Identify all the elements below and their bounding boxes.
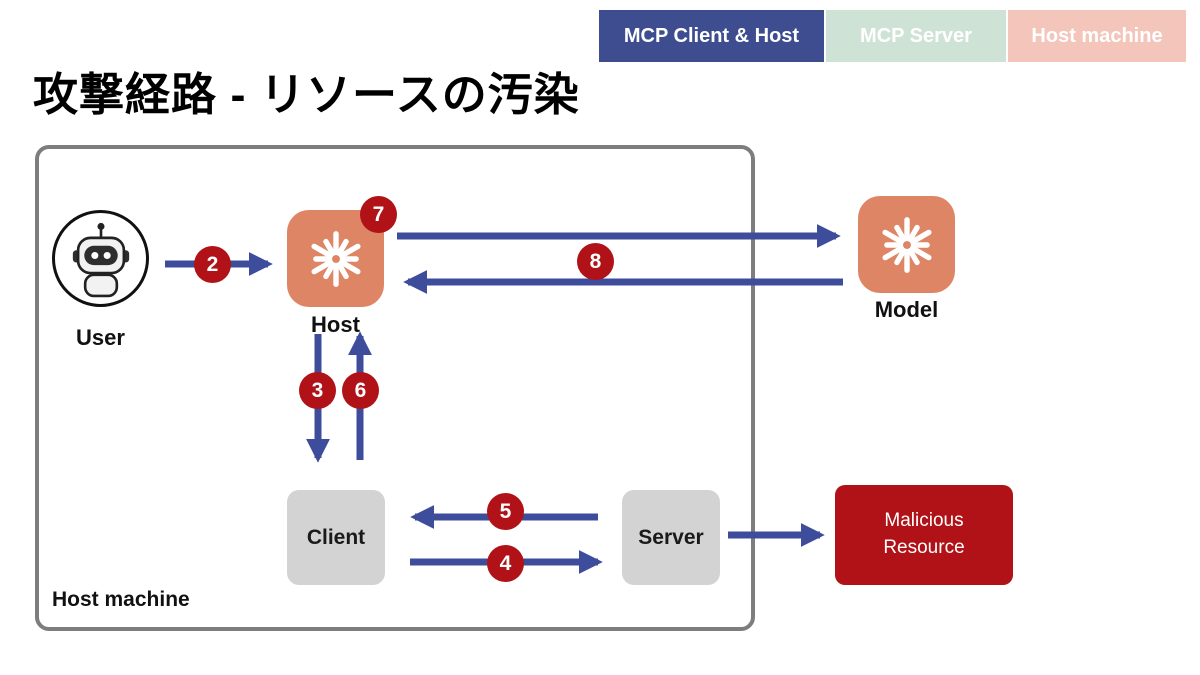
legend-item-mcp-server: MCP Server xyxy=(826,10,1006,62)
server-node: Server xyxy=(622,490,720,585)
robot-avatar-icon xyxy=(72,222,129,297)
step-badge-7: 7 xyxy=(360,196,397,233)
host-machine-label: Host machine xyxy=(52,588,190,611)
step-badge-2: 2 xyxy=(194,246,231,283)
client-node: Client xyxy=(287,490,385,585)
starburst-icon xyxy=(881,216,932,273)
step-badge-5: 5 xyxy=(487,493,524,530)
user-node xyxy=(52,210,149,307)
step-badge-4: 4 xyxy=(487,545,524,582)
malicious-resource-node: Malicious Resource xyxy=(835,485,1013,585)
legend-item-mcp-client-host: MCP Client & Host xyxy=(599,10,824,62)
step-badge-3: 3 xyxy=(299,372,336,409)
legend-item-host-machine: Host machine xyxy=(1008,10,1186,62)
model-node xyxy=(858,196,955,293)
legend: MCP Client & Host MCP Server Host machin… xyxy=(599,10,1186,62)
step-badge-6: 6 xyxy=(342,372,379,409)
starburst-icon xyxy=(310,230,361,287)
host-label: Host xyxy=(311,312,360,337)
host-machine-container xyxy=(35,145,755,631)
step-badge-8: 8 xyxy=(577,243,614,280)
model-label: Model xyxy=(874,297,939,322)
user-label: User xyxy=(76,325,125,350)
page-title: 攻撃経路 - リソースの汚染 xyxy=(33,69,580,120)
